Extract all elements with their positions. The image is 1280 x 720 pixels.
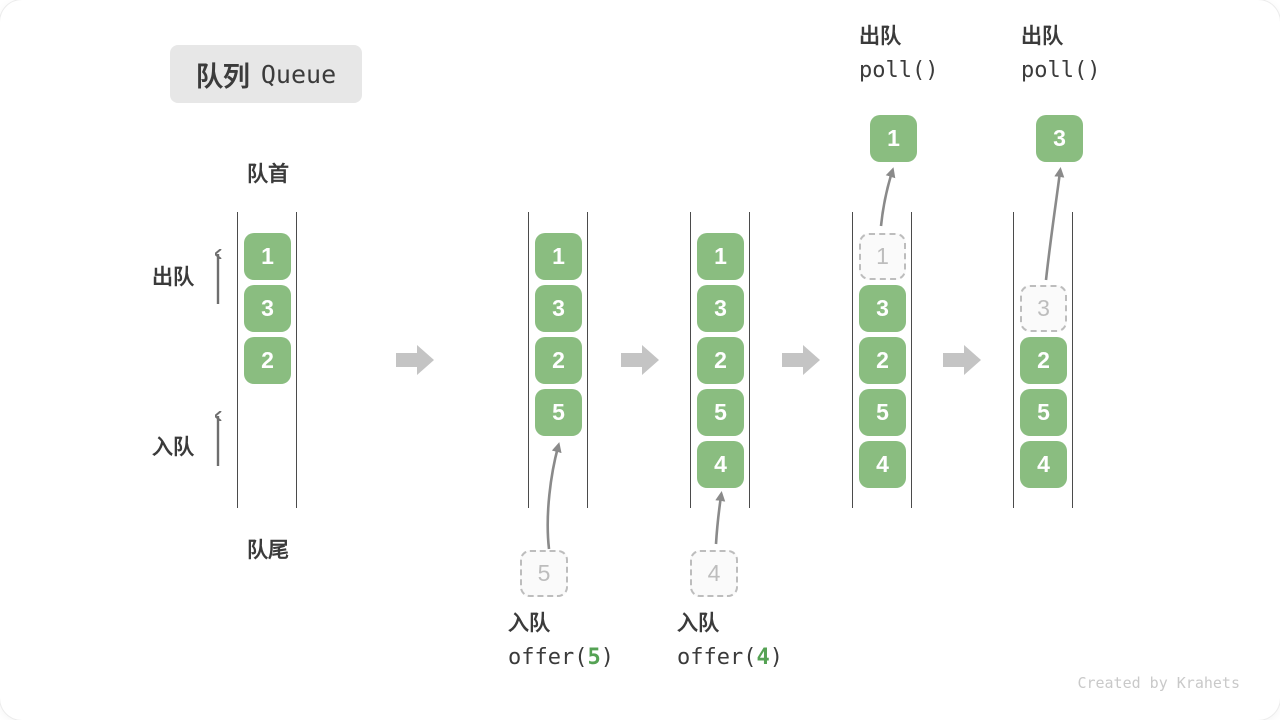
code-argument: 5	[587, 645, 601, 670]
removed-box-ghost: 1	[859, 233, 906, 280]
queue-box: 1	[697, 233, 744, 280]
code-text: offer(	[508, 645, 588, 670]
dequeue-caption: 出队 poll()	[859, 26, 938, 82]
queue-box: 5	[859, 389, 906, 436]
incoming-value-box: 4	[690, 550, 738, 597]
state-transition-arrow	[943, 344, 982, 376]
code-text: offer(	[677, 645, 757, 670]
enqueue-side-label: 入队	[152, 436, 194, 459]
queue-box: 2	[859, 337, 906, 384]
queue-box: 2	[1020, 337, 1067, 384]
popped-value-box: 3	[1036, 115, 1083, 162]
enqueue-caption: 入队 offer(4)	[677, 613, 783, 669]
up-arrow-icon	[208, 410, 228, 466]
title-english: Queue	[260, 59, 337, 89]
removed-box-ghost: 3	[1020, 285, 1067, 332]
queue-box: 3	[535, 285, 582, 332]
queue-box: 3	[244, 285, 291, 332]
watermark: Created by Krahets	[1077, 674, 1240, 692]
operation-label: 入队	[677, 612, 719, 635]
operation-label: 出队	[859, 25, 901, 48]
queue-front-label: 队首	[247, 163, 289, 186]
queue-box: 5	[1020, 389, 1067, 436]
code-text: poll()	[1021, 58, 1101, 83]
dequeue-side-label: 出队	[152, 266, 194, 289]
queue-channel	[852, 212, 912, 508]
incoming-value-box: 5	[520, 550, 568, 597]
queue-box: 4	[1020, 441, 1067, 488]
state-transition-arrow	[396, 344, 435, 376]
queue-box: 4	[697, 441, 744, 488]
queue-channel	[237, 212, 297, 508]
queue-box: 1	[535, 233, 582, 280]
queue-box: 2	[697, 337, 744, 384]
queue-box: 5	[535, 389, 582, 436]
up-arrow-icon	[208, 248, 228, 304]
queue-box: 3	[859, 285, 906, 332]
queue-box: 2	[535, 337, 582, 384]
queue-channel	[1013, 212, 1073, 508]
operation-code: poll()	[859, 60, 938, 82]
code-argument: 4	[756, 645, 770, 670]
queue-rear-label: 队尾	[247, 539, 289, 562]
operation-label: 入队	[508, 612, 550, 635]
queue-box: 2	[244, 337, 291, 384]
popped-value-box: 1	[870, 115, 917, 162]
queue-box: 1	[244, 233, 291, 280]
dequeue-caption: 出队 poll()	[1021, 26, 1100, 82]
queue-channel	[690, 212, 750, 508]
code-text: poll()	[859, 58, 939, 83]
operation-code: poll()	[1021, 60, 1100, 82]
code-text: )	[600, 645, 614, 670]
state-transition-arrow	[782, 344, 821, 376]
title-badge: 队列 Queue	[170, 45, 362, 103]
operation-label: 出队	[1021, 25, 1063, 48]
queue-channel	[528, 212, 588, 508]
code-text: )	[769, 645, 783, 670]
title-chinese: 队列	[195, 61, 250, 92]
state-transition-arrow	[621, 344, 660, 376]
queue-box: 5	[697, 389, 744, 436]
operation-code: offer(4)	[677, 647, 783, 669]
enqueue-caption: 入队 offer(5)	[508, 613, 614, 669]
queue-box: 3	[697, 285, 744, 332]
operation-code: offer(5)	[508, 647, 614, 669]
queue-box: 4	[859, 441, 906, 488]
